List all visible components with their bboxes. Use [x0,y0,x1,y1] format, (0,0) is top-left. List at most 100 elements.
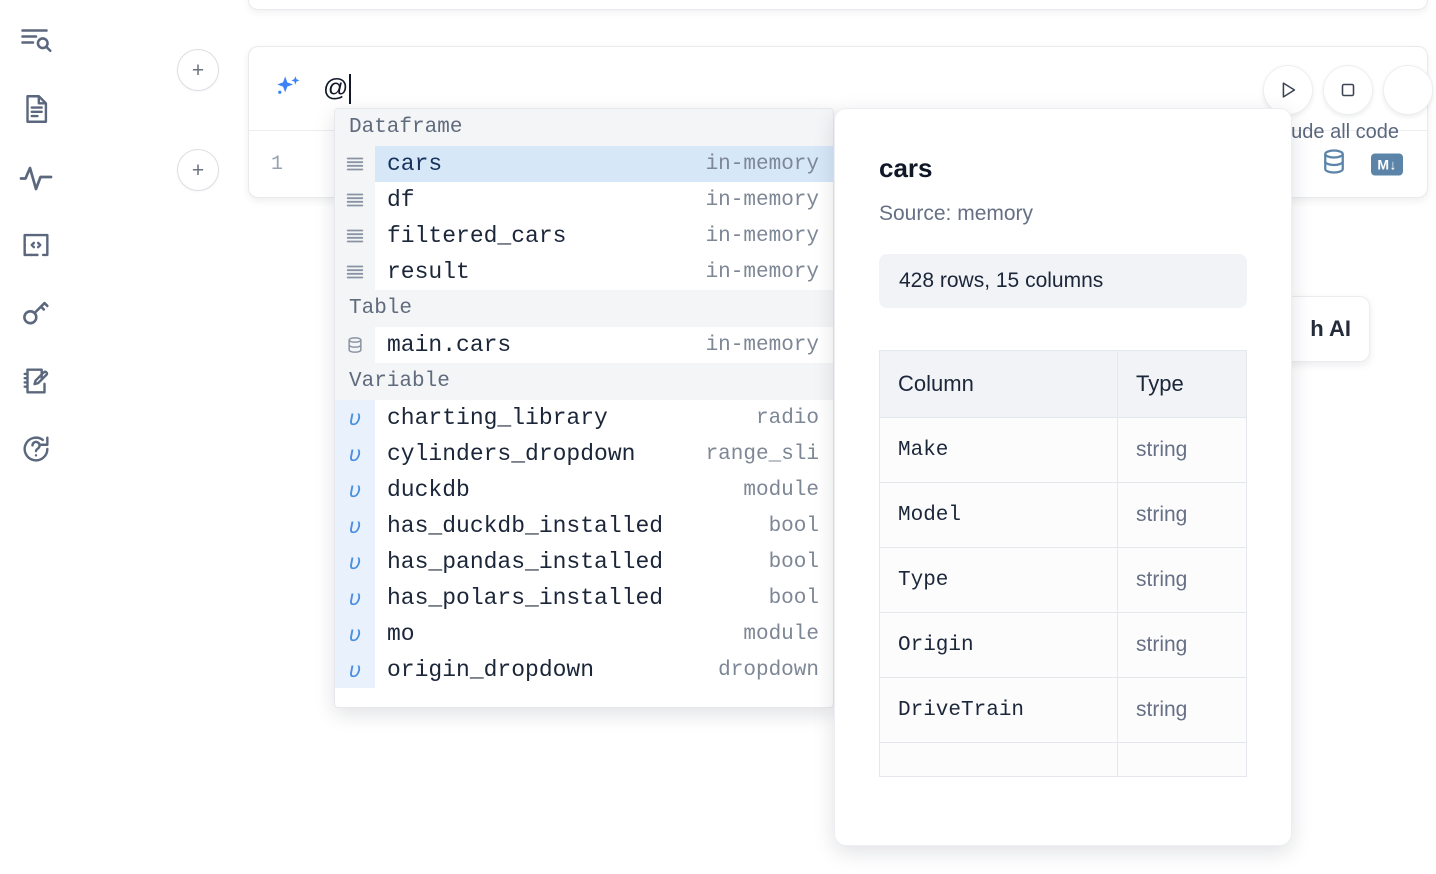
variable-icon: υ [335,616,375,652]
autocomplete-item-type: module [743,622,819,646]
autocomplete-item-label: mo [387,621,415,647]
table-row-clipped [879,742,1247,777]
variable-icon: υ [335,400,375,436]
stop-button[interactable] [1323,65,1373,115]
sidebar-item-help[interactable] [13,426,59,472]
add-cell-button-bottom[interactable]: + [177,149,219,191]
line-number: 1 [270,152,283,176]
autocomplete-group-header: Table [335,290,833,327]
dataframe-preview-panel: cars Source: memory 428 rows, 15 columns… [834,108,1292,846]
autocomplete-item-label: has_polars_installed [387,585,664,611]
autocomplete-item-type: bool [768,514,819,538]
autocomplete-group-header: Dataframe [335,109,833,146]
preview-source: Source: memory [879,202,1034,225]
autocomplete-item-type: in-memory [705,188,819,212]
sidebar-item-snippets[interactable] [13,222,59,268]
autocomplete-item[interactable]: main.cars in-memory [335,327,833,363]
table-cell-column: Model [879,482,1118,548]
autocomplete-item-label: cars [375,146,706,182]
scratchpad-icon [19,364,53,398]
include-all-code-label: Include all code [1260,120,1399,143]
explore-outline-icon [18,23,54,59]
preview-shape-badge: 428 rows, 15 columns [879,254,1247,308]
run-controls [1263,65,1433,115]
table-column-header: Type [1117,350,1247,418]
preview-title: cars [879,153,933,183]
autocomplete-item-type: bool [768,550,819,574]
autocomplete-item-type: in-memory [705,260,819,284]
sidebar-rail [0,0,72,874]
sidebar-item-outline[interactable] [13,18,59,64]
database-icon [335,327,375,363]
chat-with-ai-label: h AI [1310,316,1351,341]
autocomplete-item-label: cylinders_dropdown [387,441,636,467]
sidebar-item-secrets[interactable] [13,290,59,336]
dataframe-rows-icon [335,218,375,254]
table-cell-type [1117,742,1247,777]
autocomplete-item-label: main.cars [387,332,512,358]
autocomplete-item-type: in-memory [705,146,833,182]
markdown-badge[interactable]: M↓ [1371,153,1403,175]
run-button[interactable] [1263,65,1313,115]
dataframe-rows-icon [335,146,375,182]
ai-prompt-value: @ [323,74,349,102]
sidebar-item-scratchpad[interactable] [13,358,59,404]
code-editor-row[interactable]: 1 M↓ [249,131,1427,197]
table-cell-column: Origin [879,612,1118,678]
plus-icon: + [191,158,205,182]
more-actions-button[interactable] [1383,65,1433,115]
table-cell-column: Make [879,417,1118,483]
ai-prompt-input[interactable]: @ [323,47,1427,130]
table-cell-column: Type [879,547,1118,613]
autocomplete-item-body: main.cars in-memory [375,327,833,363]
database-icon[interactable] [1319,147,1349,182]
sidebar-item-files[interactable] [13,86,59,132]
variable-icon: υ [335,508,375,544]
text-caret [349,73,352,104]
autocomplete-item-label: has_pandas_installed [387,549,664,575]
table-cell-type: string [1117,612,1247,678]
autocomplete-item-label: duckdb [387,477,470,503]
table-cell-column: DriveTrain [879,677,1118,743]
notebook-file-icon [19,92,53,126]
autocomplete-item-label: df [387,187,415,213]
sidebar-item-activity[interactable] [13,154,59,200]
autocomplete-item-body: has_pandas_installed bool [375,544,833,580]
plus-icon: + [191,58,205,82]
add-cell-button-top[interactable]: + [177,49,219,91]
help-chat-icon [19,432,53,466]
variable-icon: υ [335,436,375,472]
table-cell-column [879,742,1118,777]
cell-above [248,0,1428,10]
autocomplete-item-type: in-memory [705,333,819,357]
autocomplete-item-type: in-memory [705,224,819,248]
autocomplete-item-type: dropdown [718,658,819,682]
table-cell-type: string [1117,482,1247,548]
autocomplete-item[interactable]: df in-memory [335,182,833,218]
